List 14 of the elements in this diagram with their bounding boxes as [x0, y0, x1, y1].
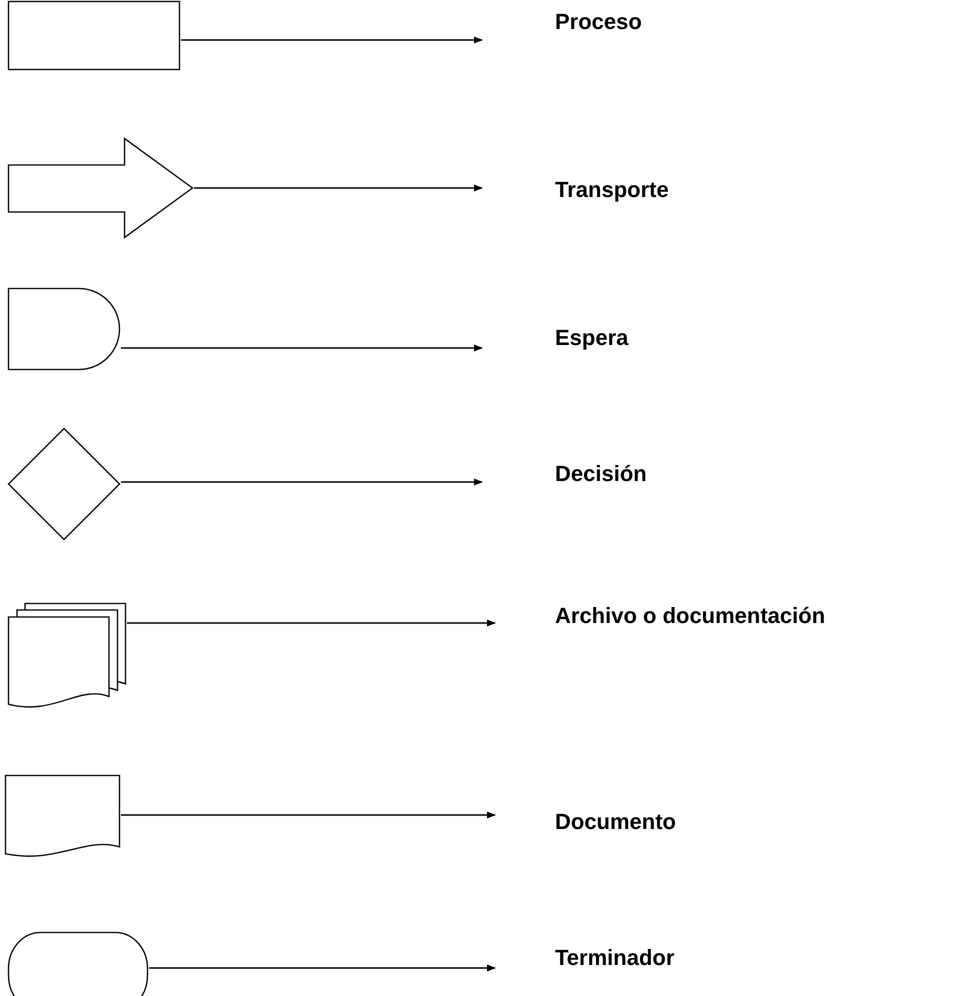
arrow — [149, 964, 496, 972]
arrow — [121, 344, 483, 352]
symbol-label: Transporte — [555, 176, 669, 204]
arrow — [121, 478, 483, 486]
arrow — [121, 811, 496, 819]
arrow — [194, 184, 483, 192]
symbol-label: Documento — [555, 808, 676, 836]
arrow — [181, 36, 483, 44]
symbol-label: Archivo o documentación — [555, 602, 826, 630]
symbol-label: Decisión — [555, 460, 647, 488]
symbol-label: Espera — [555, 324, 628, 352]
arrow — [127, 619, 496, 627]
symbol-label: Proceso — [555, 8, 642, 36]
symbol-label: Terminador — [555, 944, 674, 972]
